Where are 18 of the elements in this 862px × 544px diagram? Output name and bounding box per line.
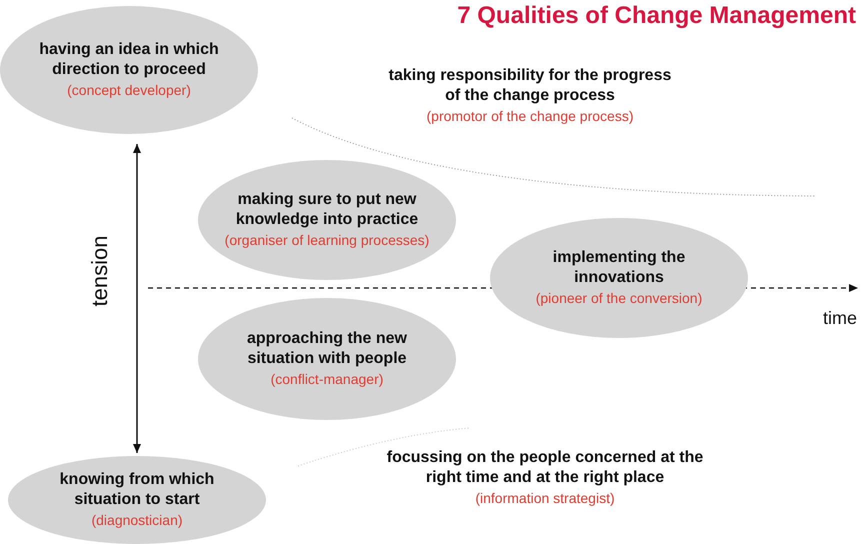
quality-text: implementing the innovations: [552, 248, 686, 288]
quality-text: having an idea in which direction to proceed: [38, 40, 220, 80]
role-text: (pioneer of the conversion): [536, 289, 702, 308]
axis-label: tension: [87, 234, 113, 308]
role-text: (organiser of learning processes): [224, 231, 430, 250]
double-arrow: [133, 144, 141, 453]
title: 7 Qualities of Change Management: [457, 2, 856, 30]
role-text: (promotor of the change process): [426, 107, 634, 126]
role-text: (diagnostician): [91, 511, 183, 530]
quality-text: making sure to put new knowledge into practice: [234, 190, 420, 230]
quality-text: approaching the new situation with people: [246, 329, 408, 369]
role-text: (conflict-manager): [270, 370, 384, 389]
axis-label: time: [822, 308, 858, 329]
quality-text: knowing from which situation to start: [58, 470, 216, 510]
quality-text: focussing on the people concerned at the right time and at the right place: [386, 448, 704, 488]
role-text: (concept developer): [67, 81, 191, 100]
role-text: (information strategist): [474, 489, 616, 508]
quality-text: taking responsibility for the progress of the change process: [388, 66, 672, 106]
